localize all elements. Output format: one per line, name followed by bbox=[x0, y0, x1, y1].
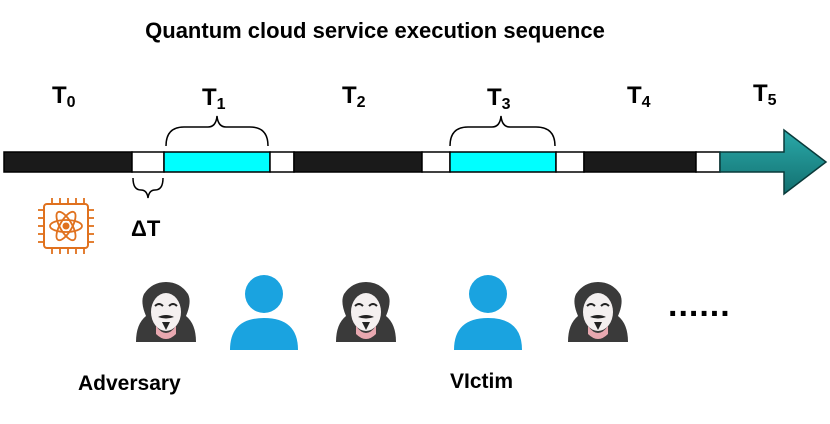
timeline-bar bbox=[3, 151, 721, 173]
brace-t3 bbox=[449, 115, 556, 147]
adversary-icon bbox=[136, 282, 196, 342]
gap-segment bbox=[131, 151, 165, 173]
time-label-t5: T5 bbox=[753, 80, 777, 109]
time-label-t1: T1 bbox=[202, 84, 226, 113]
diagram-title: Quantum cloud service execution sequence bbox=[145, 18, 605, 43]
victim-slot bbox=[449, 151, 557, 173]
delta-t-label: ΔT bbox=[131, 216, 161, 241]
time-label-t2: T2 bbox=[342, 82, 366, 111]
victim-caption: VIctim bbox=[450, 370, 514, 393]
timeline-arrow-head bbox=[719, 128, 828, 196]
victim-slot bbox=[163, 151, 271, 173]
quantum-chip-icon bbox=[38, 198, 94, 254]
busy-segment bbox=[3, 151, 133, 173]
time-label-t0: T0 bbox=[52, 82, 76, 111]
gap-segment bbox=[695, 151, 721, 173]
time-label-t4: T4 bbox=[627, 82, 651, 111]
gap-segment bbox=[269, 151, 295, 173]
adversary-caption: Adversary bbox=[78, 372, 181, 395]
gap-segment bbox=[555, 151, 585, 173]
ellipsis: ...... bbox=[668, 286, 731, 324]
busy-segment bbox=[293, 151, 423, 173]
victim-user-icon bbox=[230, 275, 298, 350]
busy-segment bbox=[583, 151, 697, 173]
adversary-icon bbox=[336, 282, 396, 342]
brace-delta bbox=[132, 177, 164, 199]
adversary-icon bbox=[568, 282, 628, 342]
brace-t1 bbox=[165, 115, 269, 147]
time-label-t3: T3 bbox=[487, 84, 511, 113]
victim-user-icon bbox=[454, 275, 522, 350]
gap-segment bbox=[421, 151, 451, 173]
